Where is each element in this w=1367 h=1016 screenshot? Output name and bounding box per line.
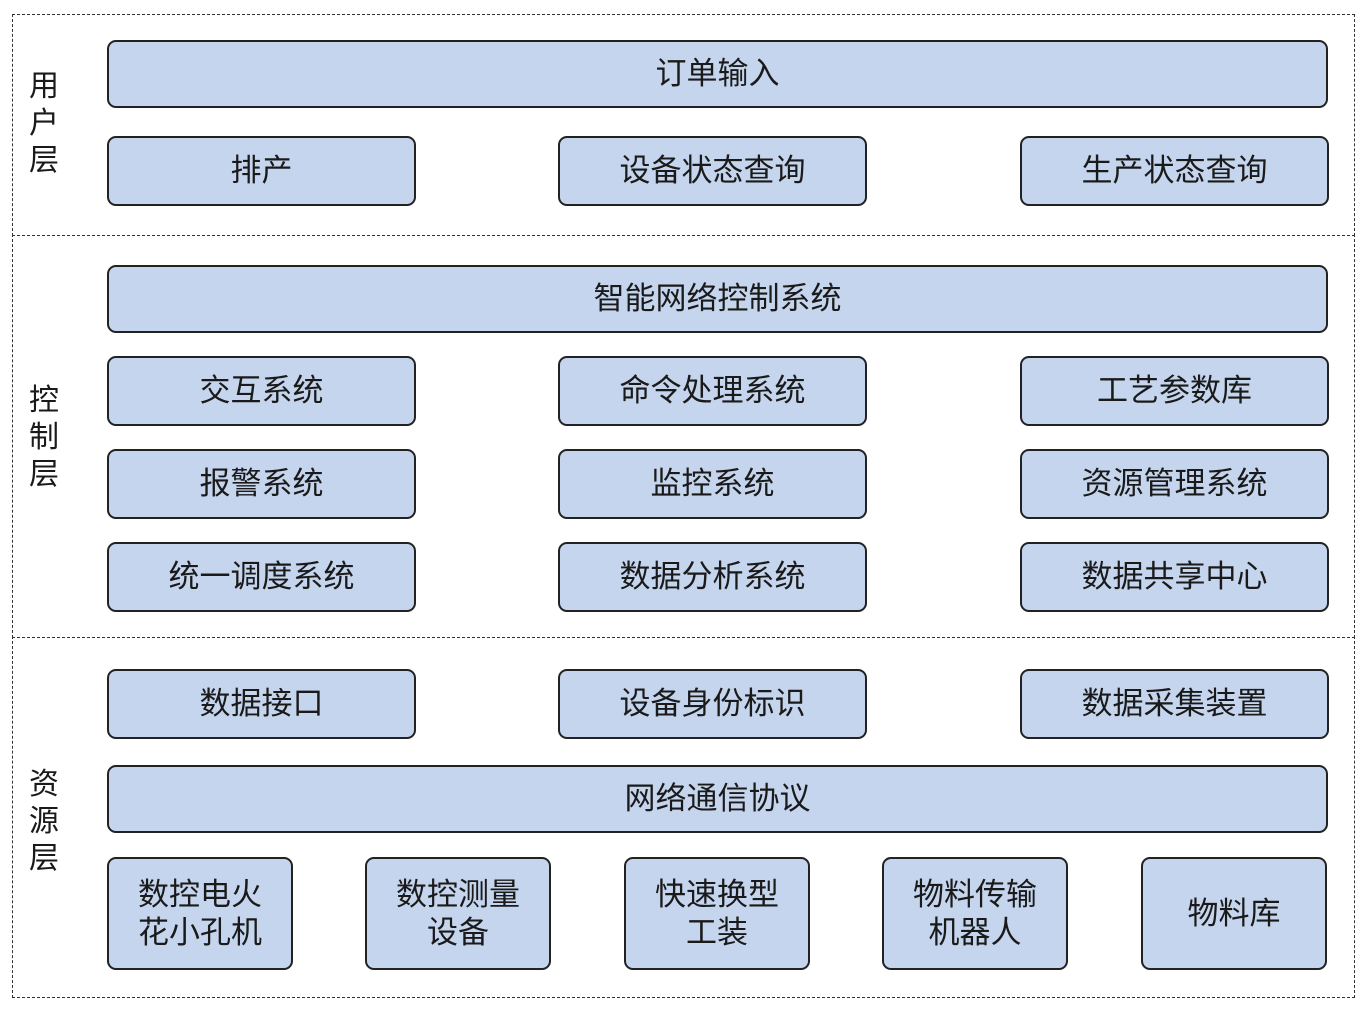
network-protocol-box: 网络通信协议	[107, 765, 1328, 833]
production-status-query-box: 生产状态查询	[1020, 136, 1329, 206]
material-warehouse-box: 物料库	[1141, 857, 1327, 970]
control-layer-label: 控制层	[29, 383, 59, 492]
resource-management-box: 资源管理系统	[1020, 449, 1329, 519]
data-sharing-center-box: 数据共享中心	[1020, 542, 1329, 612]
resource-layer	[12, 636, 1355, 998]
resource-layer-label: 资源层	[29, 767, 59, 876]
edm-drilling-machine-box: 数控电火花小孔机	[107, 857, 293, 970]
equipment-status-query-box: 设备状态查询	[558, 136, 867, 206]
data-analysis-box: 数据分析系统	[558, 542, 867, 612]
user-layer	[12, 14, 1355, 236]
user-layer-label: 用户层	[29, 69, 59, 178]
quick-change-fixture-box: 快速换型工装	[624, 857, 810, 970]
alarm-system-box: 报警系统	[107, 449, 416, 519]
cnc-measuring-box: 数控测量设备	[365, 857, 551, 970]
process-parameter-db-box: 工艺参数库	[1020, 356, 1329, 426]
material-transfer-robot-box: 物料传输机器人	[882, 857, 1068, 970]
command-processing-box: 命令处理系统	[558, 356, 867, 426]
scheduling-box: 排产	[107, 136, 416, 206]
device-identity-box: 设备身份标识	[558, 669, 867, 739]
data-acquisition-box: 数据采集装置	[1020, 669, 1329, 739]
order-input-box: 订单输入	[107, 40, 1328, 108]
control-layer	[12, 234, 1355, 638]
data-interface-box: 数据接口	[107, 669, 416, 739]
interaction-system-box: 交互系统	[107, 356, 416, 426]
intelligent-network-control-box: 智能网络控制系统	[107, 265, 1328, 333]
monitoring-system-box: 监控系统	[558, 449, 867, 519]
unified-scheduling-box: 统一调度系统	[107, 542, 416, 612]
